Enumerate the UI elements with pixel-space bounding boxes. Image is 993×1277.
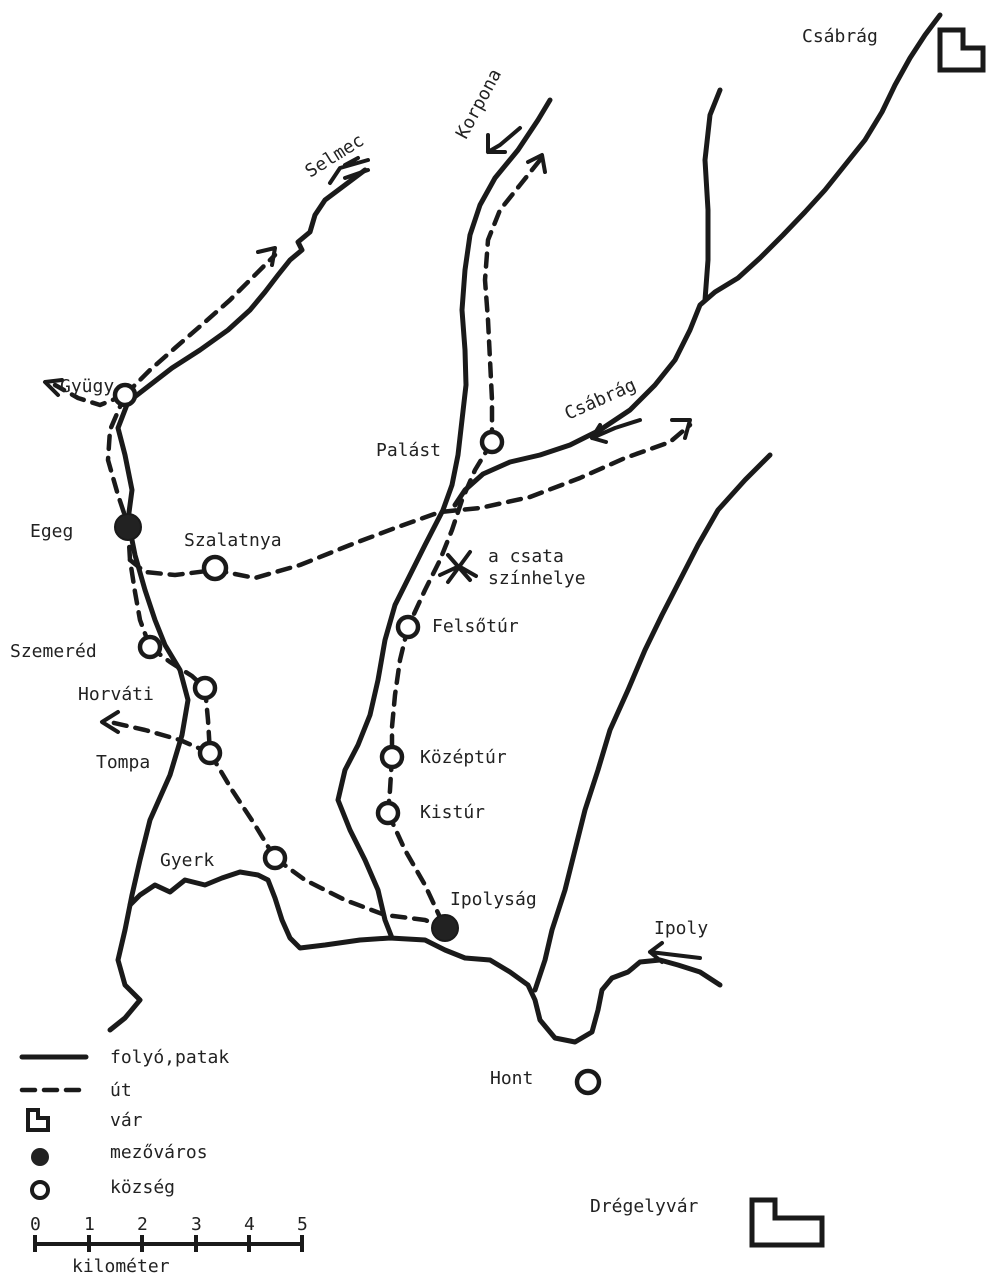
legend-village-icon (30, 1180, 50, 1200)
river-ipoly (127, 869, 723, 1045)
csabrag-road-arrow-icon (670, 418, 692, 440)
label-szemered: Szemeréd (10, 641, 97, 662)
road-gyugy-selmec (122, 252, 278, 398)
river-east-stream (532, 452, 773, 993)
ipoly-river-arrow-icon (648, 941, 702, 964)
label-kistur: Kistúr (420, 802, 485, 823)
road-felsotur-kozeptur (389, 624, 411, 760)
tompa-west-arrow-icon (100, 710, 120, 734)
legend-road-label: út (110, 1080, 132, 1101)
road-gyerk-ipolysag (272, 855, 448, 931)
river-selmec (107, 167, 368, 1033)
road-gyugy-west (52, 382, 128, 408)
village-tompa (197, 740, 223, 766)
road-tompa-west (107, 719, 213, 756)
road-palast-felsotur (405, 439, 495, 630)
place-labels: Csábrág Selmec Korpona Gyügy Palást Csáb… (10, 26, 878, 1217)
scale-tick-3: 3 (191, 1214, 202, 1235)
label-csabrag-river: Csábrág (561, 375, 639, 425)
market-town-ipolysag (431, 914, 459, 942)
village-szalatnya (201, 554, 229, 582)
scale-tick-0: 0 (30, 1214, 41, 1235)
scale-tick-5: 5 (297, 1214, 308, 1235)
village-horvati (192, 675, 218, 701)
label-hont: Hont (490, 1068, 533, 1089)
road-egeg-szalatnya-east (127, 422, 693, 581)
river-csabrag (452, 12, 943, 508)
river-csabrag-north-branch (702, 87, 723, 303)
road-kistur-ipolysag (385, 810, 448, 931)
legend-market-town-icon (31, 1148, 49, 1166)
road-egeg-szemered (125, 522, 153, 650)
gyugy-west-arrow-icon (43, 378, 64, 397)
legend: folyó,patak út vár mezőváros község (19, 1047, 229, 1200)
direction-arrows (43, 126, 702, 964)
village-szemered (137, 634, 163, 660)
rivers (107, 12, 943, 1045)
legend-castle-icon (26, 1108, 50, 1132)
scale-bar-ticks (33, 1235, 304, 1252)
label-horvati: Horváti (78, 684, 154, 705)
label-felsotur: Felsőtúr (432, 616, 519, 637)
village-kistur (375, 800, 401, 826)
scale-tick-2: 2 (137, 1214, 148, 1235)
legend-market-town-label: mezőváros (110, 1142, 208, 1163)
road-gyugy-egeg (105, 392, 131, 528)
selmec-road-arrow-icon (256, 246, 277, 267)
village-hont (574, 1068, 602, 1096)
label-kozeptur: Középtúr (420, 747, 507, 768)
scale-unit-label: kilométer (72, 1256, 170, 1277)
label-ipolysag: Ipolyság (450, 889, 537, 910)
label-battle-line2: színhelye (488, 568, 586, 589)
village-gyerk (262, 845, 288, 871)
battle-site-icon (438, 550, 478, 584)
label-csabrag-castle: Csábrág (802, 26, 878, 47)
label-palast: Palást (376, 440, 441, 461)
csabrag-river-arrow-icon (590, 418, 642, 444)
village-gyugy (112, 382, 138, 408)
legend-village-label: község (110, 1177, 175, 1198)
label-tompa: Tompa (96, 752, 150, 773)
label-ipoly: Ipoly (654, 918, 708, 939)
scale-tick-1: 1 (84, 1214, 95, 1235)
korpona-road-arrow-icon (526, 153, 547, 174)
label-korpona: Korpona (452, 66, 506, 143)
river-korpona (335, 97, 553, 941)
legend-castle-label: vár (110, 1110, 143, 1131)
road-szemered-horvati (147, 644, 208, 691)
village-felsotur (395, 614, 421, 640)
selmec-river-arrow-icon (328, 156, 370, 185)
castle-csabrag-icon (937, 27, 986, 73)
legend-river-label: folyó,patak (110, 1047, 229, 1068)
label-battle-line1: a csata (488, 546, 564, 567)
scale-bar: 0 1 2 3 4 5 kilométer (30, 1214, 308, 1277)
roads (52, 157, 693, 931)
village-kozeptur (379, 744, 405, 770)
settlements (112, 382, 602, 1096)
label-szalatnya: Szalatnya (184, 530, 282, 551)
village-palast (479, 429, 505, 455)
korpona-river-arrow-icon (486, 126, 522, 154)
label-gyugy: Gyügy (60, 376, 114, 397)
road-tompa-gyerk (207, 750, 278, 861)
castle-dregelyvar-icon (749, 1197, 825, 1248)
label-gyerk: Gyerk (160, 850, 214, 871)
label-dregelyvar: Drégelyvár (590, 1196, 699, 1217)
scale-tick-4: 4 (244, 1214, 255, 1235)
label-egeg: Egeg (30, 521, 73, 542)
market-town-egeg (114, 513, 142, 541)
road-korpona-palast (482, 157, 543, 445)
